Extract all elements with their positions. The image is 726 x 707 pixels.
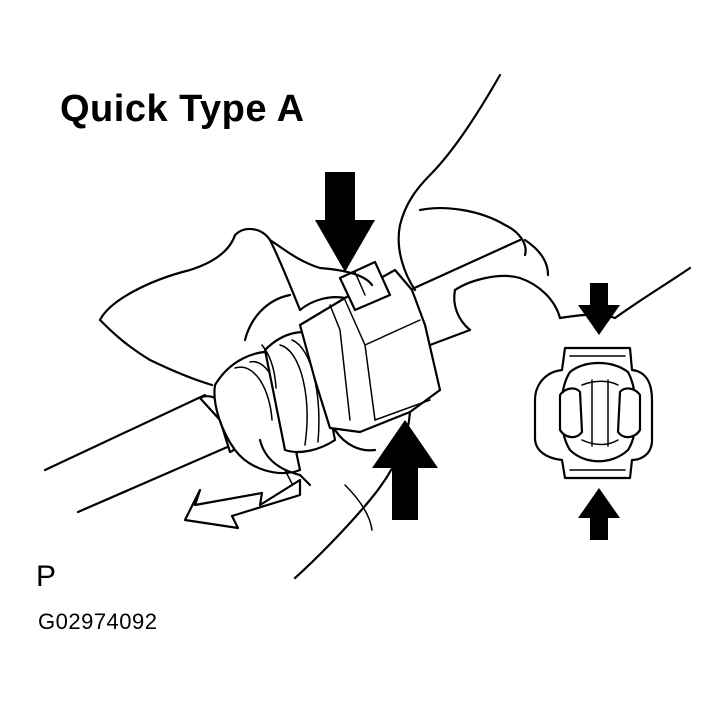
quick-connector [213,260,442,475]
press-arrow-bottom [372,420,438,520]
fuel-tube-right [408,238,522,347]
pull-direction-arrow [183,478,302,530]
view-letter: P [36,560,57,593]
hand-left [98,227,377,496]
figure-code: G02974092 [38,609,158,634]
section-arrow-top [578,283,620,335]
fuel-tube-left [43,393,240,514]
retainer-cross-section [533,346,654,480]
section-arrow-bottom [578,488,620,540]
press-arrow-top [315,172,375,272]
diagram-title: Quick Type A [60,88,305,130]
